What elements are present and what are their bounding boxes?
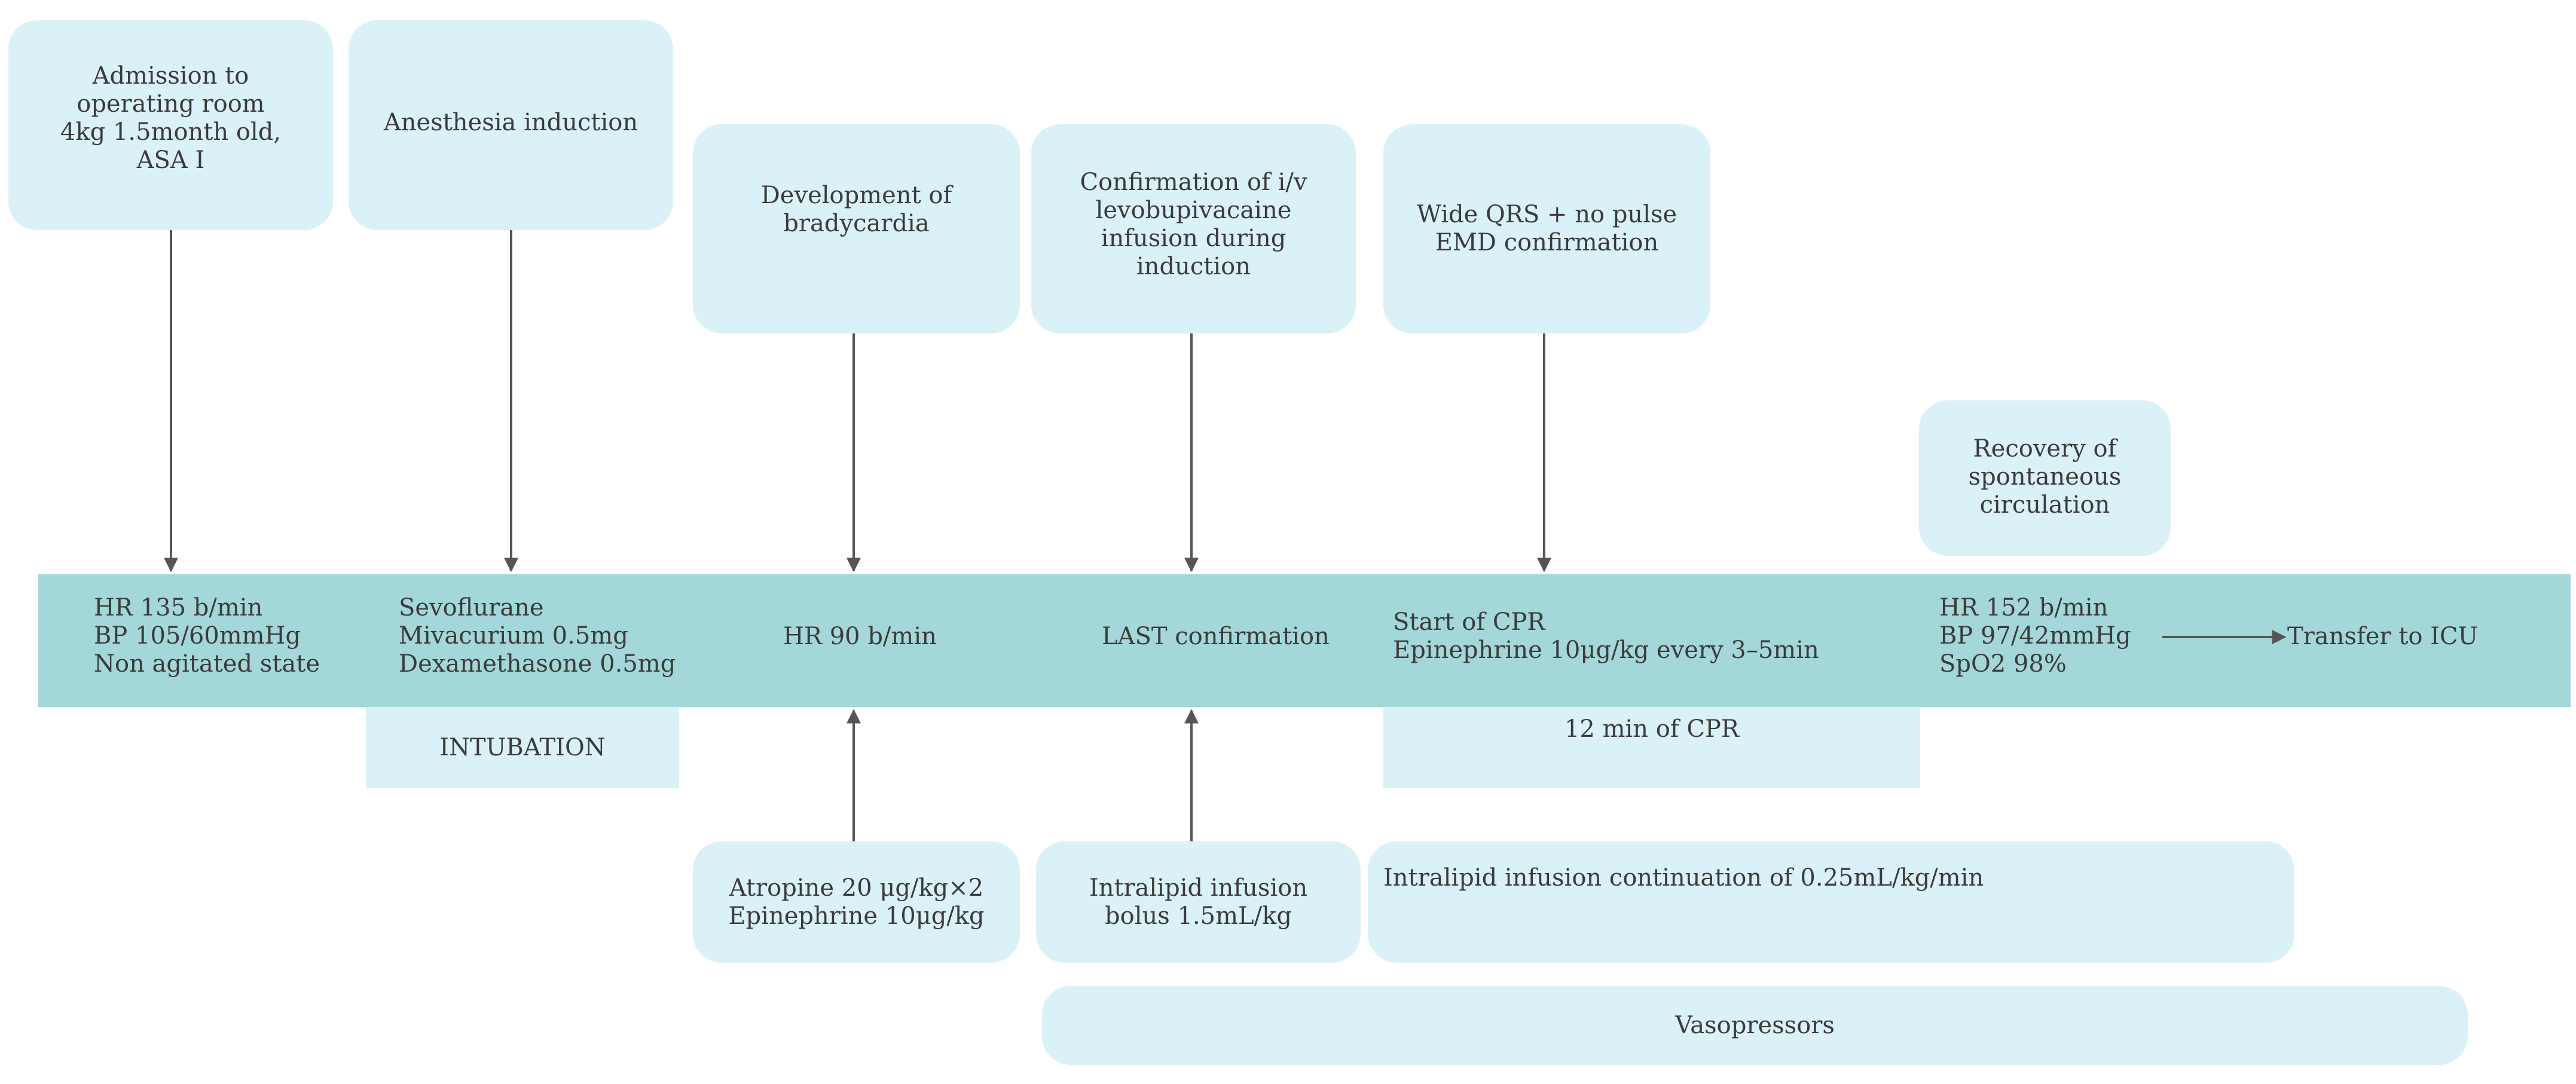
atropine-box: Atropine 20 μg/kg×2 Epinephrine 10μg/kg [693, 841, 1020, 963]
state-5-epinephrine: Epinephrine 10μg/kg every 3–5min [1393, 636, 1819, 664]
event-confirmation-iv-label: Confirmation of i/v levobupivacaine infu… [1080, 169, 1307, 280]
timeline-state-3: HR 90 b/min [783, 623, 937, 651]
state-2-sevoflurane: Sevoflurane [399, 594, 544, 621]
intralipid-bolus-box: Intralipid infusion bolus 1.5mL/kg [1036, 841, 1361, 963]
cpr-duration-box: 12 min of CPR [1383, 707, 1920, 788]
timeline-band [38, 574, 2571, 707]
event-admission-label: Admission to operating room 4kg 1.5month… [60, 62, 282, 174]
atropine-label: Atropine 20 μg/kg×2 Epinephrine 10μg/kg [728, 874, 985, 930]
state-5-cpr: Start of CPR [1393, 608, 1545, 636]
event-anesthesia-induction: Anesthesia induction [349, 20, 673, 230]
event-wide-qrs-label: Wide QRS + no pulse EMD confirmation [1416, 201, 1677, 256]
event-confirmation-iv: Confirmation of i/v levobupivacaine infu… [1031, 124, 1356, 333]
event-anesthesia-induction-label: Anesthesia induction [383, 109, 638, 136]
event-recovery: Recovery of spontaneous circulation [1919, 400, 2171, 556]
timeline-state-6: HR 152 b/min BP 97/42mmHg SpO2 98% [1939, 594, 2131, 678]
state-6-spo2: SpO2 98% [1939, 650, 2067, 678]
transfer-to-icu-label: Transfer to ICU [2287, 623, 2479, 650]
timeline-state-1: HR 135 b/min BP 105/60mmHg Non agitated … [94, 594, 320, 678]
state-3-hr: HR 90 b/min [783, 623, 937, 650]
event-bradycardia: Development of bradycardia [693, 124, 1020, 333]
timeline-final-transfer: Transfer to ICU [2287, 623, 2478, 651]
timeline-state-2: Sevoflurane Mivacurium 0.5mg Dexamethaso… [399, 594, 676, 678]
vasopressors-box: Vasopressors [1042, 986, 2468, 1065]
event-admission: Admission to operating room 4kg 1.5month… [8, 20, 333, 230]
intralipid-continuation-box: Intralipid infusion continuation of 0.25… [1368, 841, 2294, 963]
state-6-bp: BP 97/42mmHg [1939, 622, 2131, 650]
state-2-dexamethasone: Dexamethasone 0.5mg [399, 650, 676, 678]
vasopressors-label: Vasopressors [1675, 1011, 1835, 1039]
state-6-hr: HR 152 b/min [1939, 594, 2109, 621]
intralipid-bolus-label: Intralipid infusion bolus 1.5mL/kg [1089, 874, 1308, 930]
event-wide-qrs: Wide QRS + no pulse EMD confirmation [1383, 124, 1710, 333]
timeline-state-4: LAST confirmation [1102, 623, 1330, 651]
state-2-mivacurium: Mivacurium 0.5mg [399, 622, 628, 650]
state-1-hr: HR 135 b/min [94, 594, 263, 621]
cpr-duration-label: 12 min of CPR [1564, 715, 1740, 743]
timeline-state-5: Start of CPR Epinephrine 10μg/kg every 3… [1393, 608, 1819, 665]
event-recovery-label: Recovery of spontaneous circulation [1968, 435, 2122, 519]
event-bradycardia-label: Development of bradycardia [760, 182, 952, 237]
intubation-box: INTUBATION [366, 707, 679, 788]
state-4-last: LAST confirmation [1102, 623, 1330, 650]
intralipid-continuation-label: Intralipid infusion continuation of 0.25… [1383, 864, 1984, 892]
intubation-label: INTUBATION [439, 733, 606, 761]
state-1-bp: BP 105/60mmHg [94, 622, 301, 650]
state-1-state: Non agitated state [94, 650, 320, 678]
